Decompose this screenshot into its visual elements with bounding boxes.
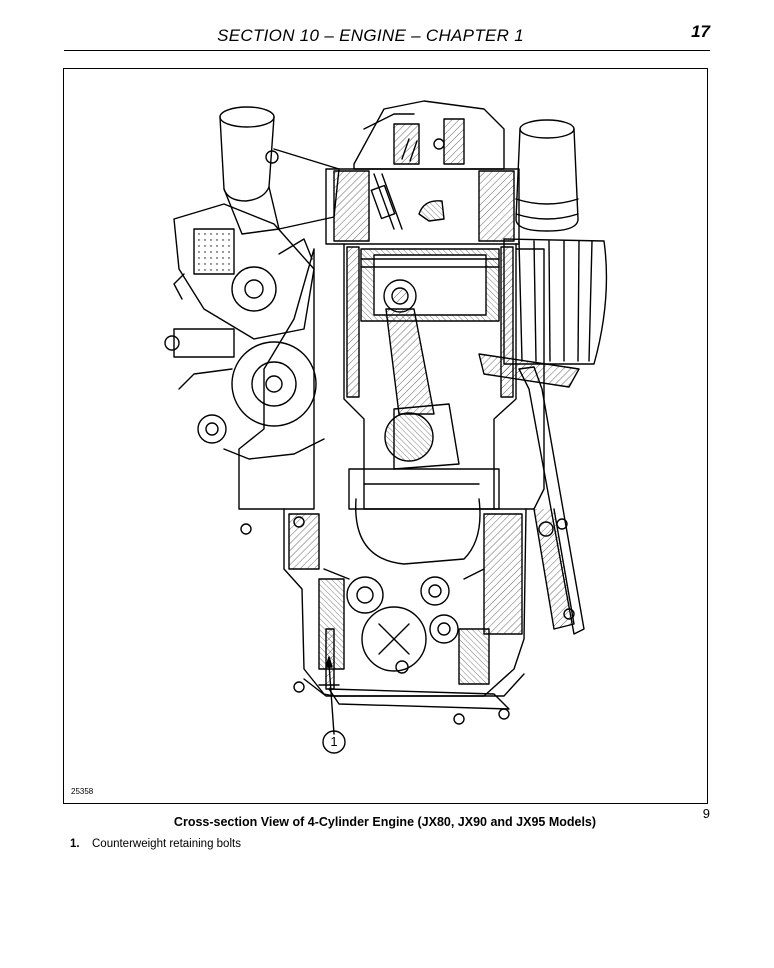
page-number: 17 — [691, 22, 710, 41]
engine-cross-section-drawing — [164, 100, 608, 754]
figure-number: 9 — [702, 806, 710, 821]
legend-list: 1. Counterweight retaining bolts — [70, 838, 241, 850]
connecting-rod — [384, 308, 460, 470]
figure-code: 25358 — [71, 787, 94, 796]
cylinder-head — [325, 100, 520, 245]
crankshaft — [348, 468, 500, 565]
callout-leader — [322, 656, 346, 754]
side-bolts — [240, 516, 575, 725]
dipstick — [518, 366, 585, 635]
oil-sump-gears — [283, 508, 527, 697]
callout-number: 1 — [330, 734, 338, 749]
section-title: SECTION 10 – ENGINE – CHAPTER 1 — [217, 26, 524, 45]
legend-item-number: 1. — [70, 838, 80, 850]
legend-item-text: Counterweight retaining bolts — [92, 838, 241, 850]
legend-item: 1. Counterweight retaining bolts — [70, 838, 241, 850]
header-divider — [64, 50, 710, 51]
oil-filter — [478, 238, 608, 388]
air-filter-canister — [515, 119, 579, 232]
alternator — [164, 328, 325, 460]
fuel-injection-pump — [173, 203, 315, 340]
piston — [360, 248, 500, 322]
figure-frame: 1 25358 — [63, 68, 708, 804]
figure-caption: Cross-section View of 4-Cylinder Engine … — [173, 815, 597, 829]
air-intake-pipe — [219, 106, 340, 235]
